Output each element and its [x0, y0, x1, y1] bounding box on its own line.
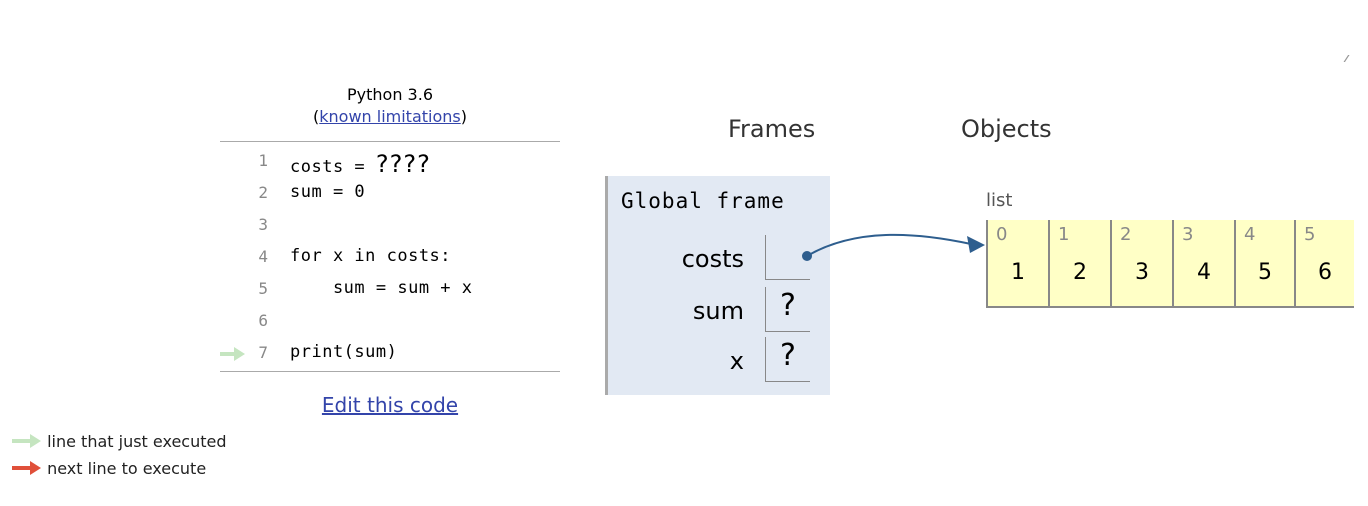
- legend-just-executed: line that just executed: [12, 432, 227, 451]
- variable-slot-x: [765, 337, 810, 382]
- code-text: costs = ????: [290, 150, 431, 178]
- limitations-line: (known limitations): [220, 106, 560, 128]
- list-value: 3: [1135, 260, 1149, 285]
- list-cell-2: 2 3: [1110, 220, 1172, 306]
- red-arrow-icon: [12, 461, 41, 475]
- paren-close: ): [460, 107, 467, 126]
- code-line-1: 1 costs = ????: [0, 148, 600, 179]
- pointer-arrow: [802, 233, 985, 261]
- list-index: 4: [1244, 224, 1256, 245]
- edit-code-link[interactable]: Edit this code: [321, 393, 459, 417]
- pointer-arrowhead-icon: [967, 236, 985, 253]
- list-index: 1: [1058, 224, 1070, 245]
- objects-heading: Objects: [961, 115, 1052, 143]
- code-line-4: 4 for x in costs:: [0, 244, 600, 275]
- language-label: Python 3.6: [347, 85, 433, 104]
- list-object: 0 1 1 2 2 3 3 4 4 5 5 6: [986, 220, 1354, 308]
- list-value: 6: [1318, 260, 1332, 285]
- line-number: 1: [258, 151, 268, 170]
- code-line-7: 7 print(sum): [0, 340, 600, 371]
- code-text: sum = sum + x: [290, 278, 473, 298]
- code-listing: [220, 141, 560, 372]
- just-executed-arrow-icon: [220, 347, 245, 361]
- green-arrow-icon: [12, 434, 41, 448]
- list-index: 3: [1182, 224, 1194, 245]
- known-limitations-link[interactable]: known limitations: [319, 107, 461, 126]
- list-index: 2: [1120, 224, 1132, 245]
- list-value: 5: [1258, 260, 1272, 285]
- paren-open: (: [313, 107, 320, 126]
- legend-next-line-label: next line to execute: [47, 459, 207, 478]
- code-line-2: 2 sum = 0: [0, 180, 600, 211]
- variable-name-x: x: [729, 347, 744, 375]
- list-cell-3: 3 4: [1172, 220, 1234, 306]
- variable-value-sum: ?: [780, 288, 796, 323]
- code-line-3: 3: [0, 212, 600, 243]
- line-number: 3: [258, 215, 268, 234]
- list-value: 1: [1011, 260, 1025, 285]
- language-header: Python 3.6 (known limitations): [220, 84, 560, 128]
- code-text: print(sum): [290, 342, 398, 362]
- list-type-label: list: [986, 190, 1013, 211]
- legend-next-line: next line to execute: [12, 459, 206, 478]
- list-index: 0: [996, 224, 1008, 245]
- code-text: sum = 0: [290, 182, 366, 202]
- list-cell-1: 1 2: [1048, 220, 1110, 306]
- list-cell-5: 5 6: [1294, 220, 1354, 306]
- variable-name-sum: sum: [692, 297, 744, 325]
- legend-just-executed-label: line that just executed: [47, 432, 227, 451]
- list-value: 4: [1197, 260, 1211, 285]
- handwritten-placeholder: ????: [375, 150, 431, 178]
- frames-heading: Frames: [728, 115, 816, 143]
- line-number: 2: [258, 183, 268, 202]
- variable-value-x: ?: [780, 338, 796, 373]
- line-number: 4: [258, 247, 268, 266]
- list-cell-0: 0 1: [986, 220, 1048, 306]
- line-number: 6: [258, 311, 268, 330]
- variable-name-costs: costs: [681, 245, 744, 273]
- list-index: 5: [1304, 224, 1316, 245]
- edit-code-container: Edit this code: [220, 393, 560, 417]
- frame-title: Global frame: [621, 189, 785, 213]
- code-line-5: 5 sum = sum + x: [0, 276, 600, 307]
- line-number: 5: [258, 279, 268, 298]
- code-text: for x in costs:: [290, 246, 452, 266]
- line-number: 7: [258, 343, 268, 362]
- code-text-part: costs =: [290, 157, 376, 177]
- list-value: 2: [1073, 260, 1087, 285]
- list-cell-4: 4 5: [1234, 220, 1294, 306]
- variable-slot-sum: [765, 287, 810, 332]
- code-line-6: 6: [0, 308, 600, 339]
